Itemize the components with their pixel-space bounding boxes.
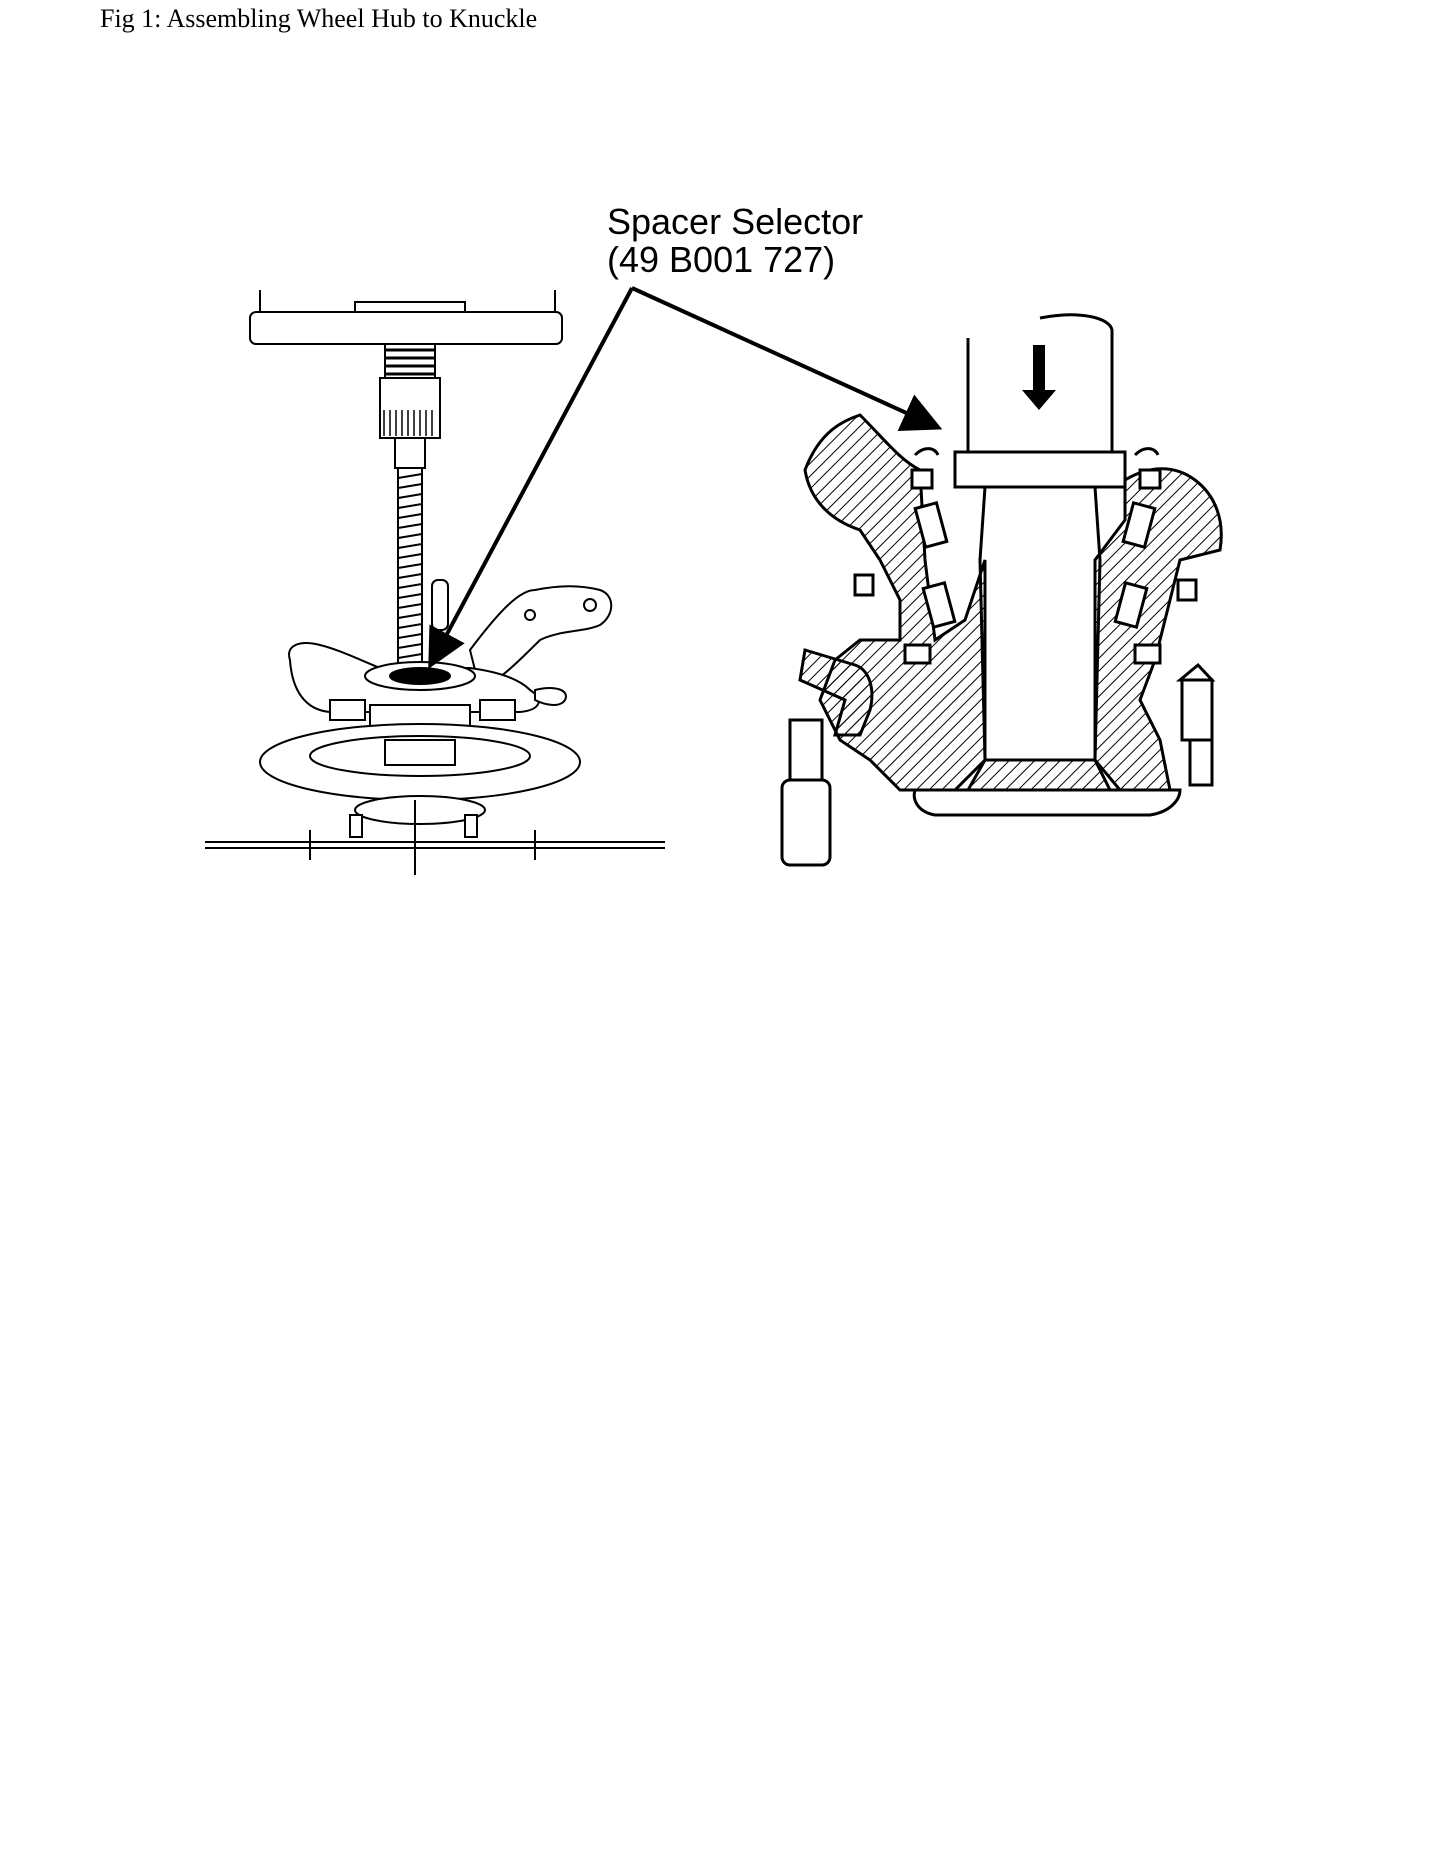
callout-leaders	[428, 286, 943, 670]
leader-to-left-spacer	[428, 287, 634, 670]
figure-caption: Fig 1: Assembling Wheel Hub to Knuckle	[100, 4, 538, 33]
callout-label-line2: (49 B001 727)	[607, 239, 835, 280]
right-illustration	[780, 313, 1223, 867]
left-illustration	[205, 290, 665, 875]
leader-to-right-spacer	[631, 286, 943, 431]
callout-label-line1: Spacer Selector	[607, 201, 863, 242]
